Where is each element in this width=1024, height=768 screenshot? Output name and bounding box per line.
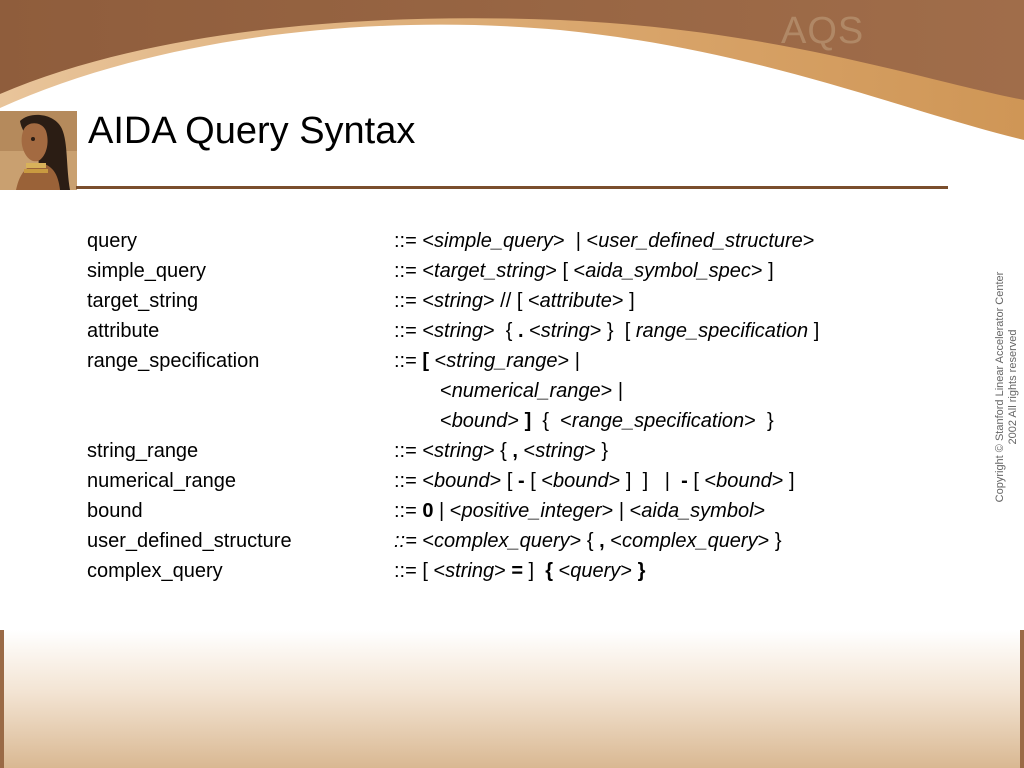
rule-definition: ::= <complex_query> { , <complex_query> … (394, 530, 782, 552)
rule-name: range_specification (87, 350, 260, 372)
rule-definition: <numerical_range> | (440, 380, 624, 402)
copyright-line-1: Copyright © Stanford Linear Accelerator … (994, 271, 1006, 503)
rule-definition: ::= <simple_query> | <user_defined_struc… (394, 230, 815, 252)
footer-edge (0, 630, 4, 768)
portrait-image (0, 111, 77, 190)
rule-definition: ::= 0 | <positive_integer> | <aida_symbo… (394, 500, 766, 522)
rule-name: attribute (87, 320, 160, 342)
rule-name: complex_query (87, 560, 223, 582)
copyright-notice: Copyright © Stanford Linear Accelerator … (994, 262, 1020, 512)
rule-definition: ::= <bound> [ - [ <bound> ] ] | - [ <bou… (394, 470, 795, 492)
rule-name: query (87, 230, 138, 252)
rule-name: numerical_range (87, 470, 236, 492)
rule-name: simple_query (87, 260, 206, 282)
page-title: AIDA Query Syntax (88, 110, 416, 152)
rule-name: target_string (87, 290, 199, 312)
rule-name: string_range (87, 440, 199, 462)
rule-definition: ::= [ <string_range> | (394, 350, 580, 372)
rule-definition: ::= <string> { , <string> } (394, 440, 609, 462)
rule-definition: ::= <string> { . <string> } [ range_spec… (394, 320, 820, 342)
footer-edge (1020, 630, 1024, 768)
rule-definition: <bound> ] { <range_specification> } (440, 410, 774, 432)
footer-gradient (0, 630, 1024, 768)
rule-name: user_defined_structure (87, 530, 292, 552)
brand-logo-text: AQS (781, 10, 865, 52)
copyright-line-2: 2002 All rights reserved (1007, 329, 1019, 445)
title-divider (76, 186, 948, 189)
rule-name: bound (87, 500, 143, 522)
rule-definition: ::= <string> // [ <attribute> ] (394, 290, 635, 312)
header-swoosh (0, 0, 1024, 150)
rule-definition: ::= [ <string> = ] { <query> } (394, 560, 646, 582)
rule-definition: ::= <target_string> [ <aida_symbol_spec>… (394, 260, 774, 282)
